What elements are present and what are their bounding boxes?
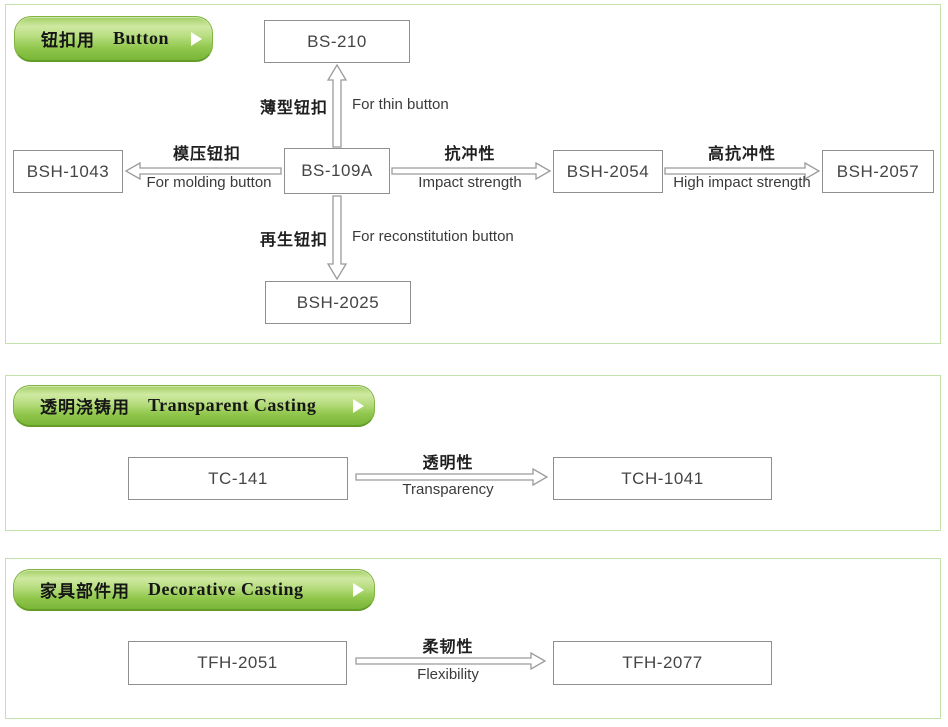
play-icon <box>353 398 364 413</box>
header-decorative-casting-zh: 家具部件用 <box>40 582 130 601</box>
header-decorative-casting[interactable]: 家具部件用 Decorative Casting <box>13 569 375 611</box>
label-impact-strength-en: Impact strength <box>418 174 522 191</box>
node-bsh-2057: BSH-2057 <box>822 150 934 193</box>
header-decorative-casting-en: Decorative Casting <box>148 579 304 599</box>
label-impact-strength-zh: 抗冲性 <box>444 146 496 163</box>
label-reconstitution-button-en: For reconstitution button <box>352 228 514 245</box>
label-flexibility-zh: 柔韧性 <box>422 639 474 656</box>
header-transparent-casting-zh: 透明浇铸用 <box>40 398 130 417</box>
label-thin-button-zh: 薄型钮扣 <box>259 100 328 117</box>
node-bsh-2054: BSH-2054 <box>553 150 663 193</box>
node-bs-210: BS-210 <box>264 20 410 63</box>
play-icon <box>191 31 202 46</box>
label-high-impact-strength-zh: 高抗冲性 <box>707 146 776 163</box>
header-button[interactable]: 钮扣用 Button <box>14 16 213 62</box>
header-transparent-casting[interactable]: 透明浇铸用 Transparent Casting <box>13 385 375 427</box>
node-bs-109a: BS-109A <box>284 148 390 194</box>
node-tfh-2051: TFH-2051 <box>128 641 347 685</box>
label-high-impact-strength-en: High impact strength <box>673 174 811 191</box>
label-flexibility-en: Flexibility <box>417 666 479 683</box>
label-thin-button-en: For thin button <box>352 96 449 113</box>
label-transparency-zh: 透明性 <box>422 455 474 472</box>
label-molding-button-zh: 模压钮扣 <box>172 146 241 163</box>
node-bsh-1043: BSH-1043 <box>13 150 123 193</box>
header-transparent-casting-en: Transparent Casting <box>148 395 317 415</box>
node-tfh-2077: TFH-2077 <box>553 641 772 685</box>
header-button-zh: 钮扣用 <box>41 31 95 50</box>
play-icon <box>353 582 364 597</box>
label-transparency-en: Transparency <box>402 481 494 498</box>
header-button-en: Button <box>113 28 170 48</box>
label-reconstitution-button-zh: 再生钮扣 <box>259 232 328 249</box>
node-tch-1041: TCH-1041 <box>553 457 772 500</box>
node-bsh-2025: BSH-2025 <box>265 281 411 324</box>
node-tc-141: TC-141 <box>128 457 348 500</box>
label-molding-button-en: For molding button <box>146 174 272 191</box>
